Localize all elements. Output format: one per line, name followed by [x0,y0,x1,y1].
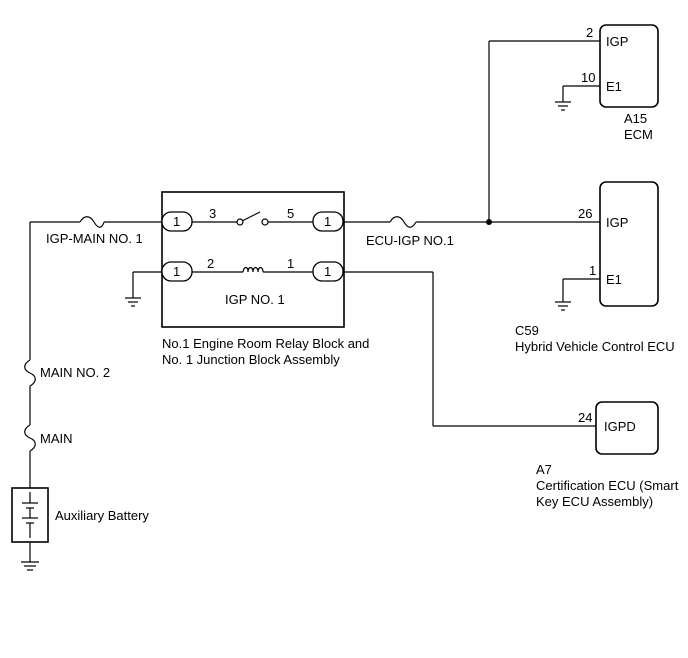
hv-ecu-pin-igp-number: 26 [578,206,592,221]
relay-block-name-line1: No.1 Engine Room Relay Block and [162,336,369,351]
relay-block-name-line2: No. 1 Junction Block Assembly [162,352,340,367]
pin-2: 2 [207,256,214,271]
ecm-code: A15 [624,111,647,126]
pin-5: 5 [287,206,294,221]
fuse-label-ecu-igp-no1: ECU-IGP NO.1 [366,233,454,248]
ecm-pin-e1-number: 10 [581,70,595,85]
pin-1: 1 [287,256,294,271]
cert-ecu-name-line2: Key ECU Assembly) [536,494,653,509]
cert-ecu-code: A7 [536,462,552,477]
cert-ecu-name-line1: Certification ECU (Smart [536,478,679,493]
hv-ecu-pin-igp-label: IGP [606,215,628,230]
relay-label: IGP NO. 1 [225,292,285,307]
hv-ecu-pin-e1-number: 1 [589,263,596,278]
battery-label: Auxiliary Battery [55,508,149,523]
hv-ecu-code: C59 [515,323,539,338]
supply-wire [24,216,162,488]
relay-block-box [161,191,345,328]
ground-icon [555,101,571,111]
hv-ecu-name: Hybrid Vehicle Control ECU [515,339,675,354]
main-no2-fuse-icon [24,359,36,387]
ground-icon [21,561,39,571]
fuse-label-main-no2: MAIN NO. 2 [40,365,110,380]
connector-left-top-label: 1 [173,214,180,229]
hv-ecu-box [599,181,659,307]
relay-coil-icon [242,266,264,273]
connector-right-bottom-label: 1 [324,264,331,279]
ecm-name: ECM [624,127,653,142]
fuse-label-main: MAIN [40,431,73,446]
ground-icon [125,297,141,307]
cert-ecu-pin-label: IGPD [604,419,636,434]
ecm-box [599,24,659,108]
cert-ecu-box [595,401,659,455]
ecm-pin-igp-number: 2 [586,25,593,40]
cert-ecu-pin-number: 24 [578,410,592,425]
relay-contact-3 [236,218,244,226]
main-fuse-icon [24,424,36,452]
igp-main-fuse-icon [79,216,105,228]
ecm-pin-e1-label: E1 [606,79,622,94]
connector-right-top-label: 1 [324,214,331,229]
ground-icon [555,301,571,311]
connector-left-bottom-label: 1 [173,264,180,279]
ecm-pin-igp-label: IGP [606,34,628,49]
ecu-igp-fuse-icon [389,216,417,228]
relay-contact-5 [261,218,269,226]
battery-symbol [11,487,49,571]
fuse-label-igp-main-no1: IGP-MAIN NO. 1 [46,231,143,246]
hv-ecu-pin-e1-label: E1 [606,272,622,287]
relay-switch-icon [241,211,261,222]
pin-3: 3 [209,206,216,221]
